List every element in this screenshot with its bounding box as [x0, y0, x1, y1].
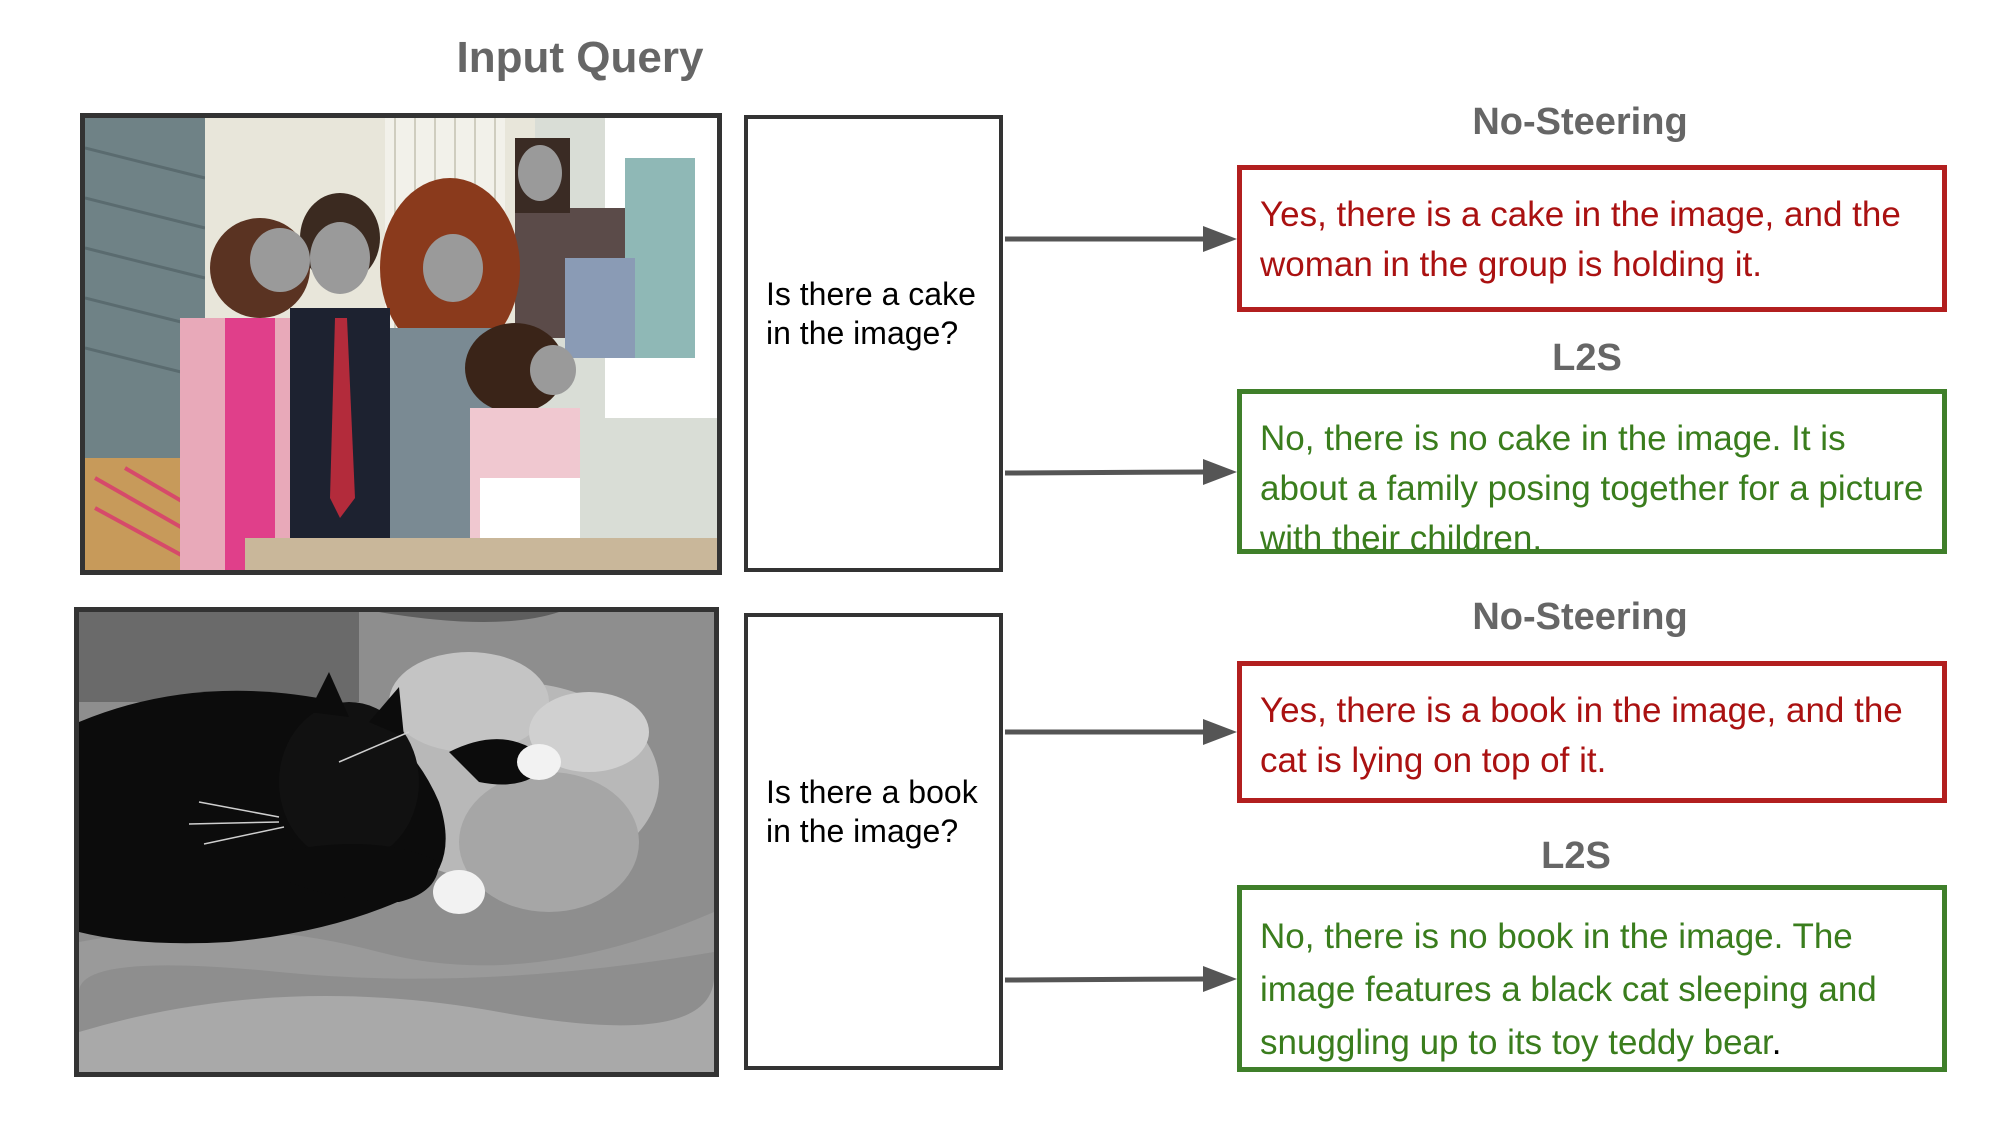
l2s-answer-2: No, there is no book in the image. The i… — [1237, 885, 1947, 1072]
l2s-label-2: L2S — [1541, 835, 1611, 877]
question-text-1: Is there a cake in the image? — [766, 275, 976, 351]
question-text-2: Is there a book in the image? — [766, 773, 978, 849]
family-photo-illustration — [85, 118, 717, 570]
arrowhead-l2s-1 — [1203, 459, 1237, 485]
arrow-to-l2s-2 — [1004, 976, 1206, 983]
l2s-answer-2-period: . — [1771, 1023, 1782, 1062]
arrow-to-l2s-1 — [1004, 469, 1206, 476]
question-box-2: Is there a book in the image? — [744, 613, 1003, 1070]
question-box-1: Is there a cake in the image? — [744, 115, 1003, 572]
arrowhead-l2s-2 — [1203, 966, 1237, 992]
l2s-label-1: L2S — [1552, 337, 1622, 379]
cat-photo-illustration — [79, 612, 714, 1072]
arrowhead-no-steering-1 — [1203, 226, 1237, 252]
l2s-answer-2-text: No, there is no book in the image. The i… — [1260, 917, 1877, 1062]
no-steering-answer-2: Yes, there is a book in the image, and t… — [1237, 661, 1947, 803]
no-steering-answer-1: Yes, there is a cake in the image, and t… — [1237, 165, 1947, 312]
family-photo — [80, 113, 722, 575]
input-query-title: Input Query — [456, 33, 704, 82]
l2s-answer-1: No, there is no cake in the image. It is… — [1237, 389, 1947, 558]
no-steering-label-1: No-Steering — [1472, 101, 1688, 143]
arrowhead-no-steering-2 — [1203, 719, 1237, 745]
cat-photo — [74, 607, 719, 1077]
no-steering-label-2: No-Steering — [1472, 596, 1688, 638]
